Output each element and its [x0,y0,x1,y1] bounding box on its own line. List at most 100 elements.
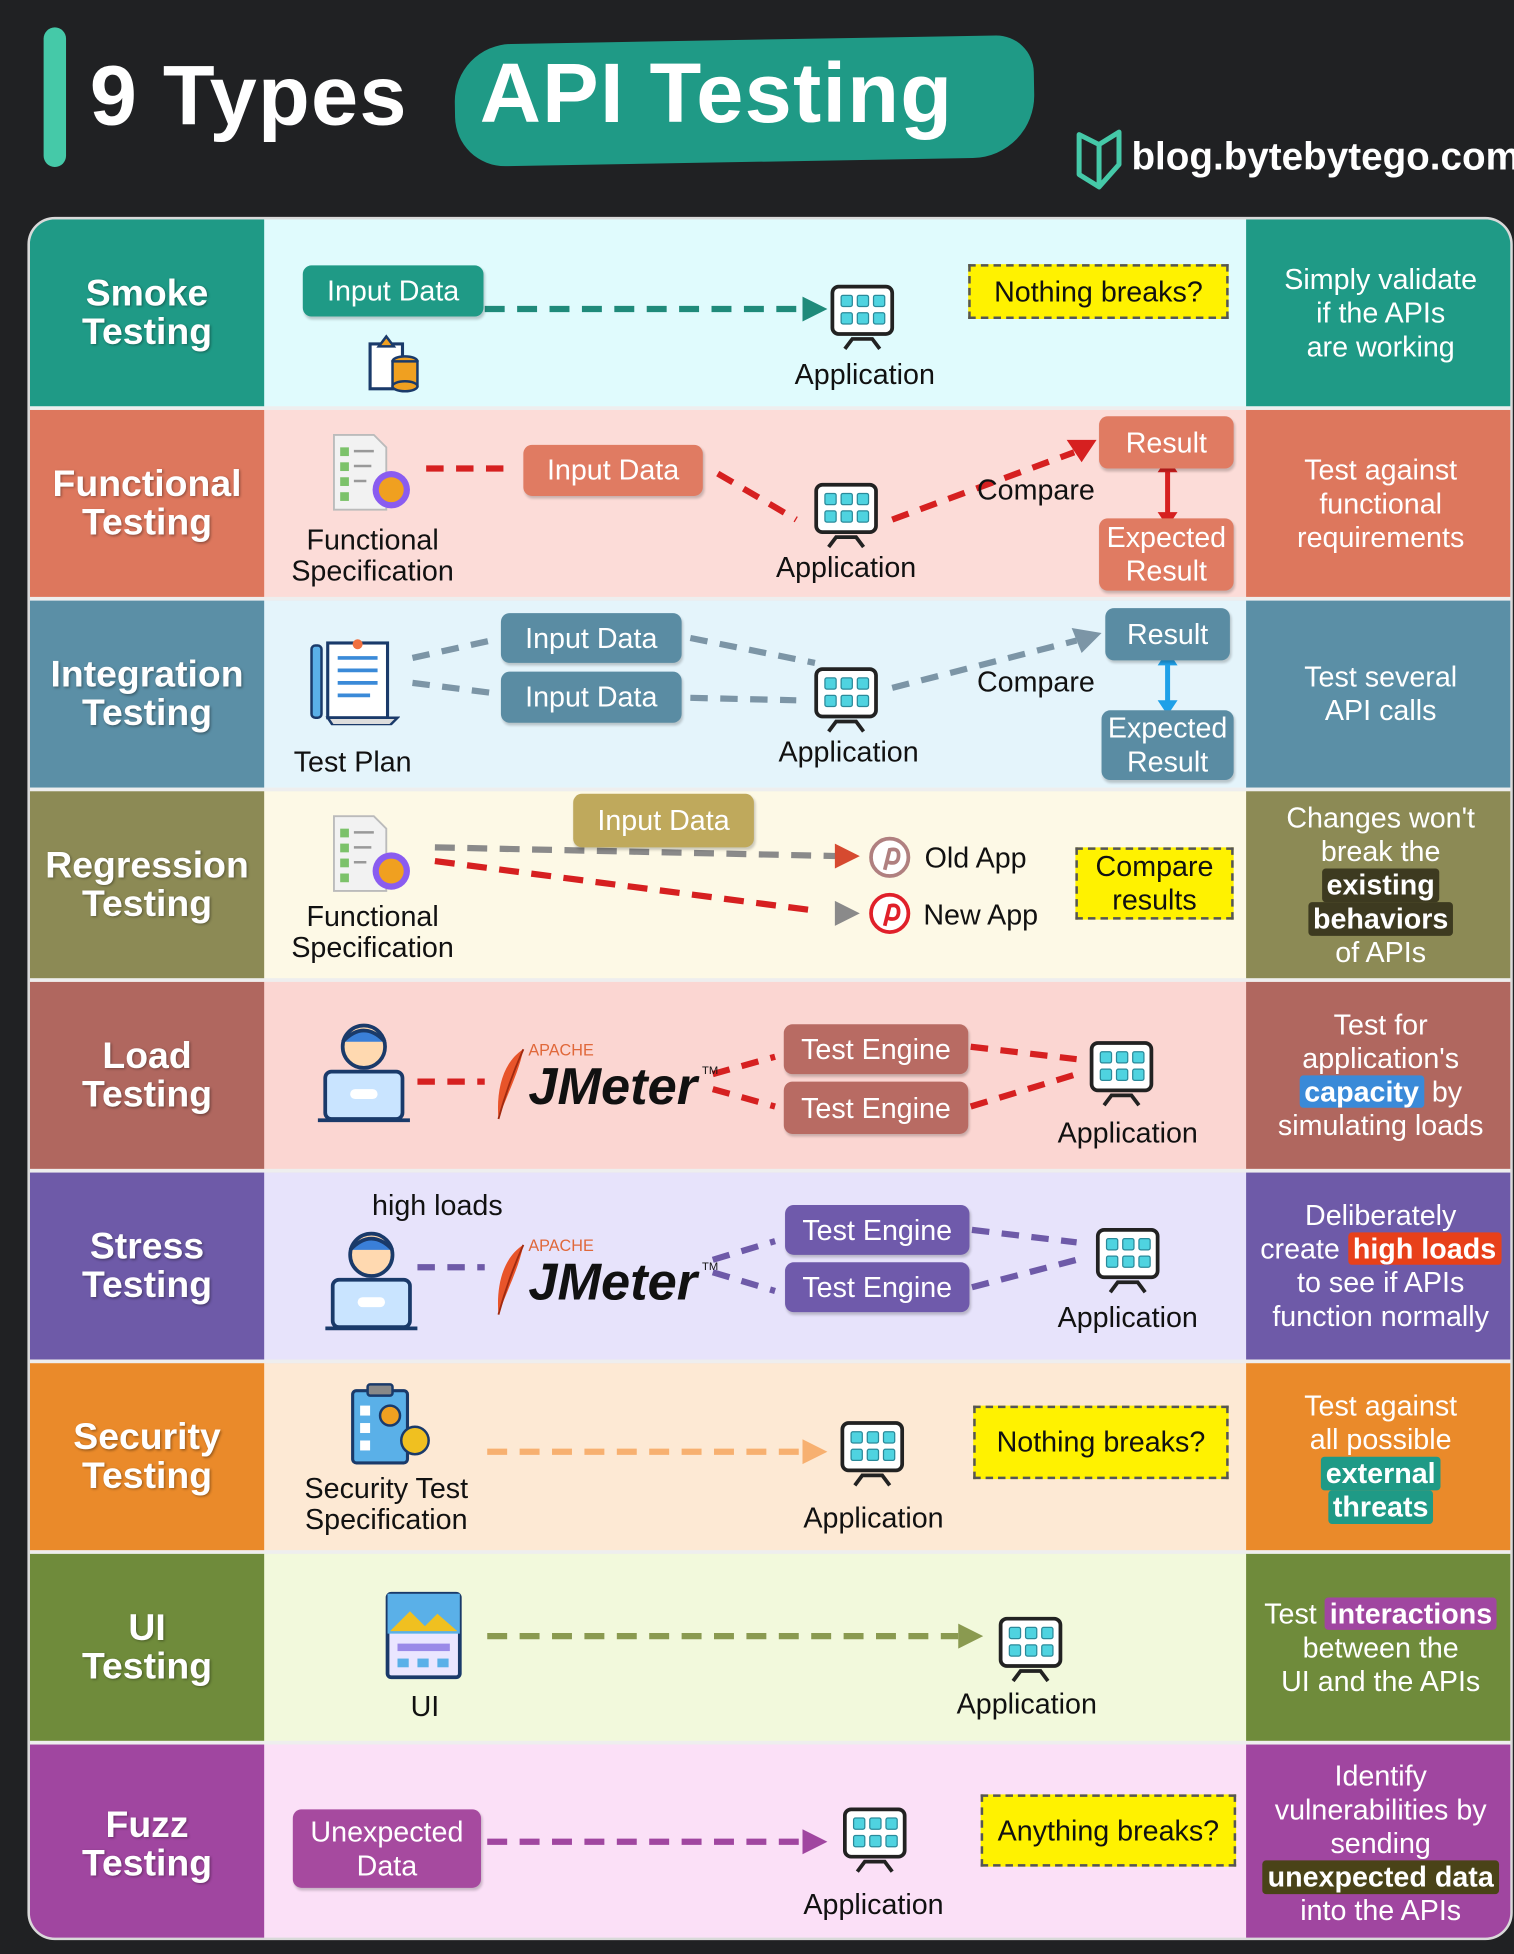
functional-specification-icon [329,814,419,894]
nothing-breaks-note: Nothing breaks? [968,264,1229,320]
bytebytego-logo-icon [1076,129,1122,190]
old-app-icon [869,836,911,878]
flow-arrows [426,439,1178,528]
application-label: Application [956,1687,1097,1720]
user-at-laptop-icon [318,1019,410,1124]
application-icon [840,1807,910,1874]
application-icon [811,667,881,734]
application-icon [1087,1040,1157,1107]
site-url: blog.bytebytego.com [1131,134,1514,179]
application-label: Application [794,357,935,391]
application-label: Application [1057,1116,1198,1149]
flow-arrows [487,1623,984,1649]
flow-arrows [487,1829,828,1855]
test-engine-box: Test Engine [785,1262,970,1313]
result-box: Result [1099,416,1234,469]
ui-icon [385,1591,462,1680]
input-data-box: Input Data [573,793,754,848]
feather-icon [491,1242,528,1317]
security-test-specification-icon [351,1383,430,1465]
user-at-laptop-icon [325,1227,417,1332]
input-data-box: Input Data [302,265,484,317]
test-engine-box: Test Engine [783,1024,969,1075]
input-data-box: Input Data [500,613,682,663]
flow-arrows [487,1439,828,1465]
input-data-box: Input Data [523,444,703,496]
test-plan-icon [310,639,400,726]
application-icon [996,1616,1066,1683]
compare-label: Compare [976,665,1095,698]
new-app-icon [869,892,911,934]
application-icon [811,482,881,549]
application-label: Application [775,550,917,584]
application-label: Application [803,1887,944,1921]
feather-icon [491,1047,528,1122]
test-engine-box: Test Engine [785,1204,970,1255]
flow-arrows [417,1043,1078,1110]
application-label: Application [778,735,919,768]
application-icon [1093,1227,1163,1294]
anything-breaks-note: Anything breaks? [980,1794,1237,1867]
database-clipboard-icon [368,334,419,393]
flow-arrows [434,843,860,926]
flow-arrows [484,296,828,322]
functional-specification-icon [329,432,419,512]
application-icon [837,1421,907,1488]
test-plan-label: Test Plan [293,745,412,778]
test-engine-box: Test Engine [783,1081,969,1134]
compare-label: Compare [976,473,1095,506]
application-label: Application [803,1501,944,1534]
new-app-label: New App [923,898,1039,931]
high-loads-label: high loads [372,1188,503,1222]
application-icon [827,284,897,351]
header-accent-bar [43,27,67,167]
application-label: Application [1057,1300,1198,1334]
title-highlight: API Testing [479,46,954,141]
input-data-box: Input Data [500,671,682,723]
flow-arrows [411,628,1178,716]
result-box: Result [1105,608,1230,661]
old-app-label: Old App [924,841,1027,874]
ui-label: UI [410,1689,440,1723]
title-prefix: 9 Types [89,48,408,144]
nothing-breaks-note: Nothing breaks? [973,1405,1229,1480]
flow-arrows [417,1226,1078,1294]
